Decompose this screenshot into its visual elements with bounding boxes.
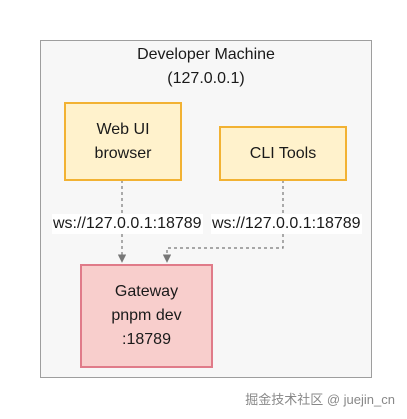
- edge-label-webui: ws://127.0.0.1:18789: [52, 214, 203, 234]
- container-subtitle: (127.0.0.1): [167, 70, 245, 87]
- gateway-label: Gateway: [114, 283, 179, 300]
- web-ui-sublabel: browser: [94, 144, 152, 162]
- edge-cli-to-gateway: [162, 180, 284, 263]
- gateway-port: :18789: [122, 331, 171, 348]
- web-ui-label: Web UI: [96, 120, 150, 138]
- container-title: Developer Machine: [137, 46, 275, 63]
- cli-tools-label: CLI Tools: [249, 144, 317, 162]
- watermark: 掘金技术社区 @ juejin_cn: [245, 392, 395, 407]
- cli-tools-node: CLI Tools: [219, 126, 347, 181]
- gateway-node: Gateway pnpm dev :18789: [80, 264, 213, 368]
- web-ui-node: Web UI browser: [64, 102, 182, 181]
- gateway-command: pnpm dev: [111, 307, 182, 324]
- edge-label-cli: ws://127.0.0.1:18789: [211, 214, 362, 234]
